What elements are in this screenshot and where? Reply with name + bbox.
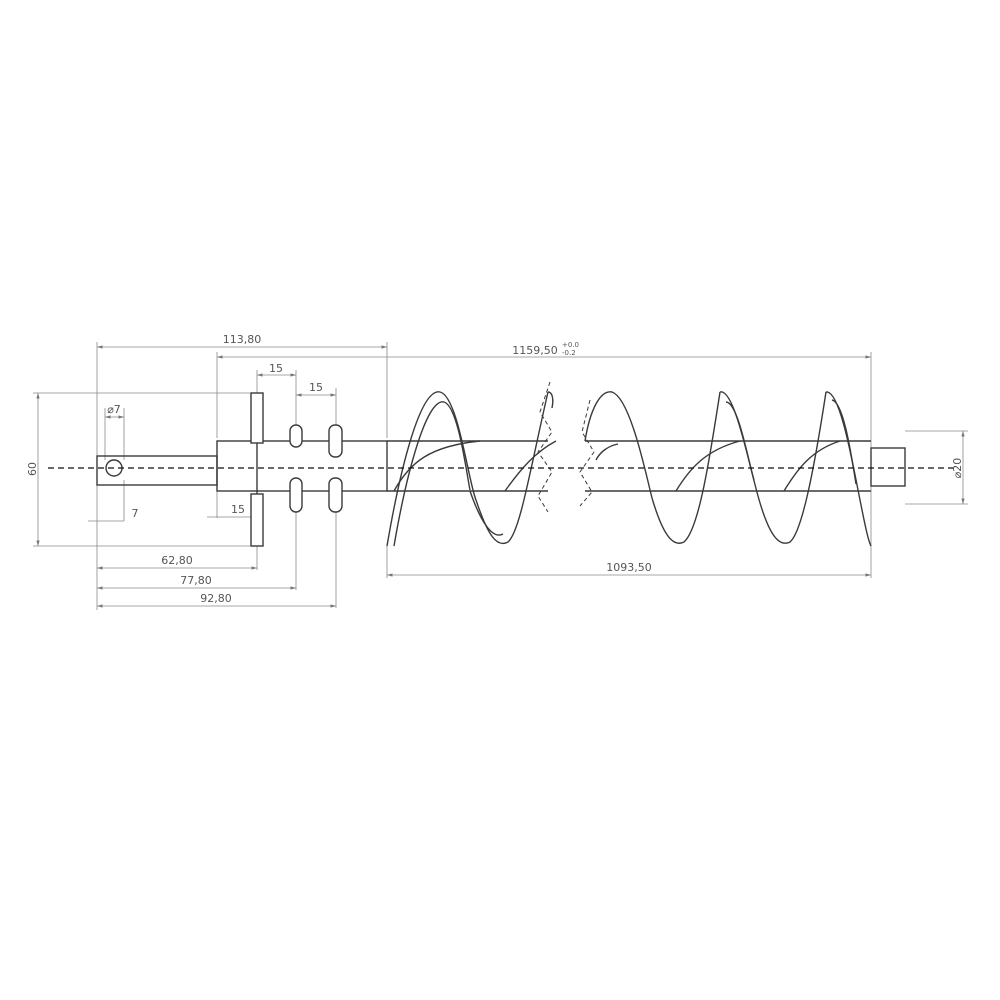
dim-flange-height-label: 60 [26,462,39,476]
dim-hub-offset-label: 113,80 [223,333,262,346]
dim-flange-thickness-label: 15 [231,503,245,516]
dim-overall-tol-lower: -0.2 [562,349,576,357]
dim-62-label: 62,80 [161,554,193,567]
break-line-right [579,399,595,507]
auger-part [96,381,906,547]
dim-flight-length-label: 1093,50 [606,561,652,574]
break-line-left [537,381,553,513]
core-tube-left [387,440,548,492]
extension-lines [33,342,968,610]
dim-bolt-offset-label: 7 [132,507,139,520]
dim-shaft-diameter-label: ⌀20 [951,458,964,479]
dim-77-label: 77,80 [180,574,212,587]
core-tube-right [585,440,871,492]
dimension-lines [36,345,965,608]
helical-flights [386,391,872,547]
tail-shaft [870,447,906,487]
pin-1 [289,424,303,448]
dim-pin-spacing-2-label: 15 [309,381,323,394]
dimension-labels: 113,80 1159,50 +0.0 -0.2 15 15 ⌀7 7 15 6… [26,333,964,605]
pin-2 [328,424,343,458]
dim-bolt-hole-label: ⌀7 [107,403,121,416]
dim-pin-spacing-1-label: 15 [269,362,283,375]
dim-overall-tol-upper: +0.0 [562,341,579,349]
dim-92-label: 92,80 [200,592,232,605]
dim-overall-length-label: 1159,50 [512,344,558,357]
flange-plate [250,392,264,444]
